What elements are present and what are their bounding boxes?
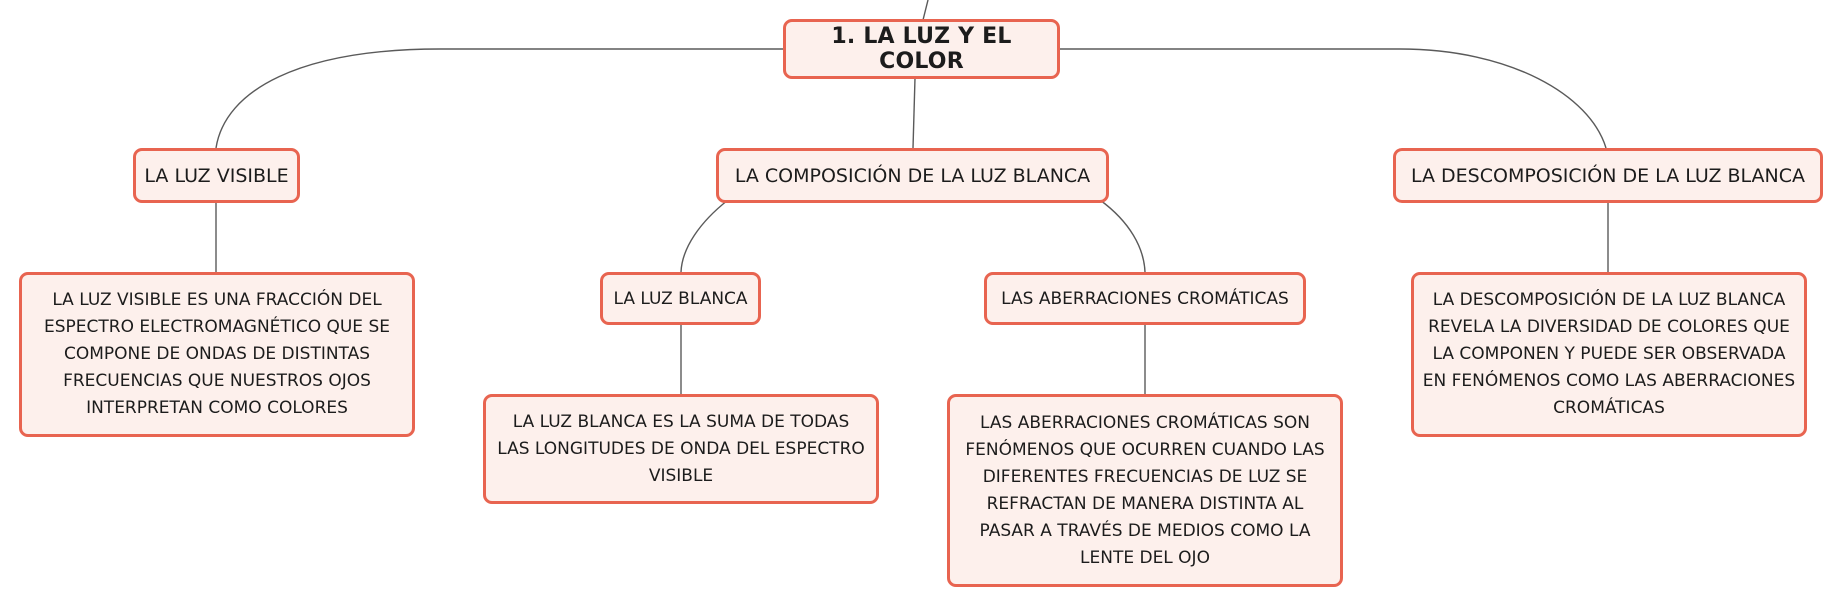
detail-node-descomposicion[interactable]: LA DESCOMPOSICIÓN DE LA LUZ BLANCA REVEL… [1411, 272, 1807, 437]
detail-text: LA LUZ VISIBLE ES UNA FRACCIÓN DEL ESPEC… [44, 290, 390, 418]
detail-text: LAS ABERRACIONES CROMÁTICAS SON FENÓMENO… [965, 412, 1325, 568]
topic-label: LA DESCOMPOSICIÓN DE LA LUZ BLANCA [1410, 164, 1806, 187]
subtopic-node-luz-blanca[interactable]: LA LUZ BLANCA [600, 272, 761, 325]
topic-label: LA COMPOSICIÓN DE LA LUZ BLANCA [734, 164, 1091, 187]
root-node[interactable]: 1. LA LUZ Y EL COLOR [783, 19, 1060, 79]
connector-root-to-composicion [912, 77, 916, 149]
subtopic-node-aberraciones[interactable]: LAS ABERRACIONES CROMÁTICAS [984, 272, 1306, 325]
topic-label: LA LUZ VISIBLE [144, 164, 289, 187]
connector-root-to-descomposicion [1053, 48, 1607, 149]
detail-node-aberraciones[interactable]: LAS ABERRACIONES CROMÁTICAS SON FENÓMENO… [947, 394, 1343, 587]
detail-node-luz-blanca[interactable]: LA LUZ BLANCA ES LA SUMA DE TODAS LAS LO… [483, 394, 879, 504]
connector-root-to-luz-visible [215, 48, 790, 149]
subtopic-label: LAS ABERRACIONES CROMÁTICAS [1001, 288, 1289, 309]
topic-node-composicion[interactable]: LA COMPOSICIÓN DE LA LUZ BLANCA [716, 148, 1109, 203]
detail-node-luz-visible[interactable]: LA LUZ VISIBLE ES UNA FRACCIÓN DEL ESPEC… [19, 272, 415, 437]
topic-node-descomposicion[interactable]: LA DESCOMPOSICIÓN DE LA LUZ BLANCA [1393, 148, 1823, 203]
subtopic-label: LA LUZ BLANCA [613, 288, 748, 309]
connector-composicion-to-aberraciones [1099, 199, 1146, 273]
connector-composicion-to-luz-blanca [680, 199, 729, 273]
detail-text: LA LUZ BLANCA ES LA SUMA DE TODAS LAS LO… [497, 411, 865, 486]
root-label: 1. LA LUZ Y EL COLOR [831, 24, 1012, 74]
topic-node-luz-visible[interactable]: LA LUZ VISIBLE [133, 148, 300, 203]
detail-text: LA DESCOMPOSICIÓN DE LA LUZ BLANCA REVEL… [1422, 290, 1796, 418]
connector-parent-to-root [922, 0, 929, 21]
